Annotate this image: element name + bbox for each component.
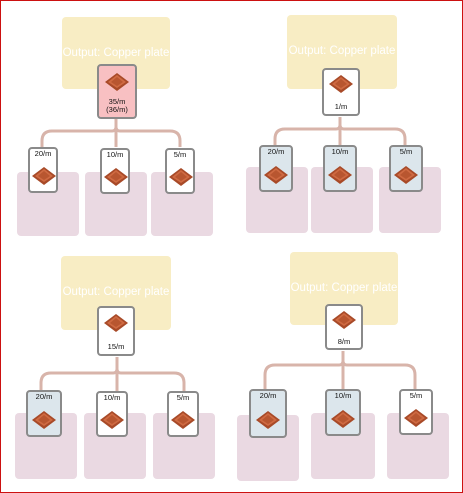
input-rate: 5/m xyxy=(176,393,190,402)
copper-plate-icon xyxy=(171,411,195,429)
input-rate: 20/m xyxy=(267,147,285,156)
copper-plate-icon xyxy=(100,411,124,429)
output-label: Output: Copper plate xyxy=(62,286,170,298)
connector-lines xyxy=(273,117,407,145)
connector-lines xyxy=(263,351,417,389)
copper-plate-icon xyxy=(394,166,418,184)
input-rate: 20/m xyxy=(259,391,277,400)
input-node[interactable]: 10/m xyxy=(100,148,130,194)
recipe-panel: Output: Copper plate 8/m 20/m 10/m 5/m xyxy=(233,249,458,489)
input-node[interactable]: 20/m xyxy=(26,390,62,437)
output-rate: 8/m xyxy=(337,337,351,346)
input-rate: 5/m xyxy=(409,391,423,400)
copper-plate-icon xyxy=(332,311,356,329)
input-rate: 10/m xyxy=(331,147,349,156)
input-rate: 5/m xyxy=(399,147,413,156)
output-rate-sub: (36/m) xyxy=(106,105,128,114)
input-node[interactable]: 10/m xyxy=(325,389,361,436)
input-node[interactable]: 5/m xyxy=(167,391,199,437)
connector-lines xyxy=(40,118,182,147)
output-node[interactable]: 15/m xyxy=(97,306,135,356)
copper-plate-icon xyxy=(331,410,355,428)
input-node[interactable]: 10/m xyxy=(323,145,357,192)
copper-plate-icon xyxy=(328,166,352,184)
output-node[interactable]: 35/m (36/m) xyxy=(97,64,137,119)
output-label: Output: Copper plate xyxy=(288,45,396,57)
copper-plate-icon xyxy=(256,411,280,429)
output-label: Output: Copper plate xyxy=(62,47,170,59)
copper-plate-icon xyxy=(264,166,288,184)
connector-lines xyxy=(39,357,186,391)
input-node[interactable]: 20/m xyxy=(28,147,58,193)
copper-plate-icon xyxy=(105,73,129,91)
output-label: Output: Copper plate xyxy=(290,282,398,294)
recipe-panel: Output: Copper plate 35/m (36/m) 20/m 10… xyxy=(4,5,229,245)
input-rate: 10/m xyxy=(334,391,352,400)
input-node[interactable]: 5/m xyxy=(389,145,423,192)
copper-plate-icon xyxy=(329,75,353,93)
output-node[interactable]: 1/m xyxy=(322,68,360,116)
input-rate: 20/m xyxy=(35,392,53,401)
copper-plate-icon xyxy=(169,168,193,186)
recipe-panel: Output: Copper plate 1/m 20/m 10/m 5/m xyxy=(233,5,458,245)
input-node[interactable]: 10/m xyxy=(96,391,128,437)
input-rate: 20/m xyxy=(34,149,52,158)
input-node[interactable]: 20/m xyxy=(259,145,293,192)
copper-plate-icon xyxy=(404,409,428,427)
output-rate: 15/m xyxy=(107,342,125,351)
output-rate: 35/m xyxy=(108,97,126,106)
output-node[interactable]: 8/m xyxy=(325,304,363,350)
copper-plate-icon xyxy=(104,168,128,186)
recipe-panel: Output: Copper plate 15/m 20/m 10/m 5/m xyxy=(4,249,229,489)
input-rate: 10/m xyxy=(106,150,124,159)
copper-plate-icon xyxy=(32,167,56,185)
copper-plate-icon xyxy=(32,411,56,429)
input-node[interactable]: 5/m xyxy=(399,389,433,435)
input-rate: 10/m xyxy=(103,393,121,402)
input-node[interactable]: 20/m xyxy=(249,389,287,438)
input-rate: 5/m xyxy=(173,150,187,159)
copper-plate-icon xyxy=(104,314,128,332)
output-rate: 1/m xyxy=(334,102,348,111)
input-node[interactable]: 5/m xyxy=(165,148,195,194)
